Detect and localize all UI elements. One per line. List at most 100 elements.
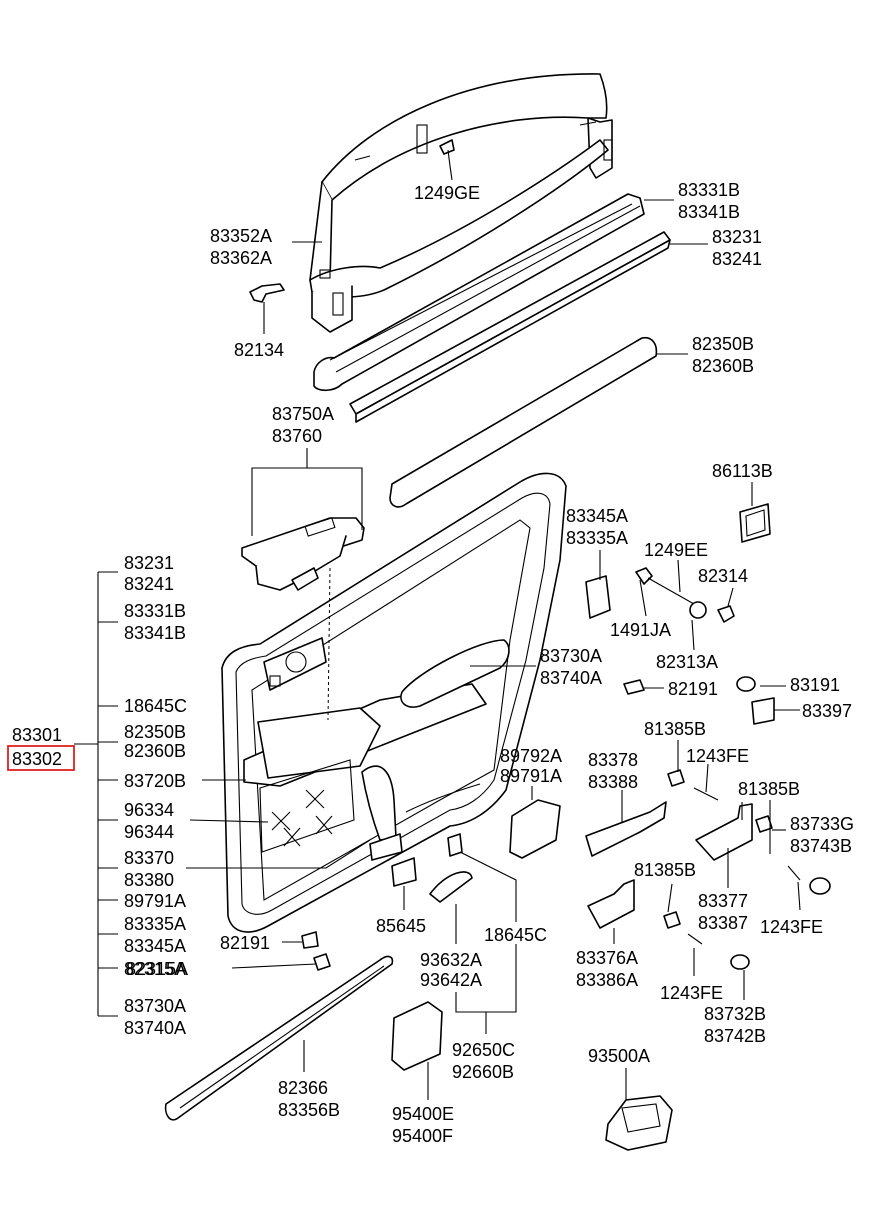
assembly-callout-group: 83301 83302 83231 83241 83331B 83341B 18… [7, 553, 187, 1038]
callout-83732b[interactable]: 83732B [704, 1004, 766, 1024]
assembly-item[interactable]: 83720B [124, 771, 186, 791]
callout-83760[interactable]: 83760 [272, 426, 322, 446]
cap-83732b-part [730, 954, 750, 970]
bracket-83377-part [695, 803, 753, 861]
assembly-item[interactable]: 83241 [124, 574, 174, 594]
screw-1243fe-2-part [787, 865, 801, 881]
callout-82134[interactable]: 82134 [234, 340, 284, 360]
pad-83397-part [751, 697, 775, 725]
callout-82350b-top[interactable]: 82350B [692, 334, 754, 354]
assembly-item[interactable]: 83341B [124, 623, 186, 643]
callout-86113b[interactable]: 86113B [712, 461, 773, 481]
assembly-item[interactable]: 96344 [124, 822, 174, 842]
callout-89791a-mid[interactable]: 89791A [500, 766, 562, 786]
assembly-item[interactable]: 83730A [124, 996, 186, 1016]
assembly-item[interactable]: 83345A [124, 936, 186, 956]
assembly-item[interactable]: 83740A [124, 1018, 186, 1038]
assembly-item[interactable]: 96334 [124, 800, 174, 820]
assembly-item[interactable]: 83370 [124, 848, 174, 868]
assembly-main-upper[interactable]: 83301 [12, 725, 62, 745]
assembly-main-lower[interactable]: 83302 [12, 749, 62, 769]
callout-81385b-1[interactable]: 81385B [644, 719, 706, 739]
callout-82366[interactable]: 82366 [278, 1078, 328, 1098]
callout-83750a[interactable]: 83750A [272, 404, 334, 424]
leader-lines [74, 165, 801, 1100]
callout-82315a[interactable]: 82315A [126, 959, 188, 979]
callout-1243fe-3[interactable]: 1243FE [660, 983, 723, 1003]
callout-83376a[interactable]: 83376A [576, 948, 638, 968]
callout-85645[interactable]: 85645 [376, 916, 426, 936]
callout-82314[interactable]: 82314 [698, 566, 748, 586]
weatherstrip-83331b-part [313, 193, 645, 392]
callout-92660b[interactable]: 92660B [452, 1062, 514, 1082]
callout-82191-mid[interactable]: 82191 [668, 679, 718, 699]
callout-89792a[interactable]: 89792A [500, 746, 562, 766]
clip-82191-mid-part [623, 679, 645, 695]
switch-93500a-part [605, 1095, 673, 1151]
assembly-item[interactable]: 82360B [124, 741, 186, 761]
retainer-83345a-part [585, 575, 611, 619]
callout-83352a[interactable]: 83352A [210, 226, 272, 246]
callout-81385b-3[interactable]: 81385B [634, 860, 696, 880]
callout-1491ja[interactable]: 1491JA [610, 620, 671, 640]
callout-81385b-2[interactable]: 81385B [738, 779, 800, 799]
callout-1243fe-2[interactable]: 1243FE [760, 917, 823, 937]
callout-83345a-top[interactable]: 83345A [566, 506, 628, 526]
callout-83740a-mid[interactable]: 83740A [540, 668, 602, 688]
callout-1249ee[interactable]: 1249EE [644, 540, 708, 560]
callout-83356b[interactable]: 83356B [278, 1100, 340, 1120]
callout-83733g[interactable]: 83733G [790, 814, 854, 834]
bracket-83376a-part [587, 879, 635, 929]
callout-83231-top[interactable]: 83231 [712, 227, 762, 247]
callout-83335a-top[interactable]: 83335A [566, 528, 628, 548]
callout-83387[interactable]: 83387 [698, 913, 748, 933]
door-trim-panel-part [221, 472, 567, 933]
callout-83743b[interactable]: 83743B [790, 836, 852, 856]
callout-1243fe-1[interactable]: 1243FE [686, 746, 749, 766]
clip-82191-left-part [301, 931, 319, 949]
callout-95400e[interactable]: 95400E [392, 1104, 454, 1124]
assembly-item[interactable]: 82315A [124, 959, 186, 979]
callout-83341b-top[interactable]: 83341B [678, 202, 740, 222]
callout-95400f[interactable]: 95400F [392, 1126, 453, 1146]
callout-83377[interactable]: 83377 [698, 891, 748, 911]
callout-83362a[interactable]: 83362A [210, 248, 272, 268]
assembly-item[interactable]: 83331B [124, 601, 186, 621]
assembly-item[interactable]: 18645C [124, 696, 187, 716]
assembly-item[interactable]: 83231 [124, 553, 174, 573]
garnish-86113b-part [739, 503, 771, 543]
callout-18645c-mid[interactable]: 18645C [484, 925, 547, 945]
callout-83397[interactable]: 83397 [802, 701, 852, 721]
callout-83730a-mid[interactable]: 83730A [540, 646, 602, 666]
callout-83241-top[interactable]: 83241 [712, 249, 762, 269]
callout-labels: 1249GE 83352A 83362A 83331B 83341B 83231… [126, 180, 854, 1146]
selected-part-highlight [7, 745, 75, 771]
garnish-82350b-part [389, 336, 658, 508]
clip-81385b-parts [663, 769, 773, 929]
clip-82315a-part [313, 953, 331, 971]
callout-93500a[interactable]: 93500A [588, 1046, 650, 1066]
callout-83742b[interactable]: 83742B [704, 1026, 766, 1046]
callout-83331b-top[interactable]: 83331B [678, 180, 740, 200]
callout-93632a[interactable]: 93632A [420, 950, 482, 970]
assembly-item[interactable]: 83335A [124, 914, 186, 934]
clip-85645-part [391, 857, 417, 887]
callout-1249ge[interactable]: 1249GE [414, 183, 480, 203]
callout-82191-left[interactable]: 82191 [220, 933, 270, 953]
callout-82360b-top[interactable]: 82360B [692, 356, 754, 376]
callout-93642a[interactable]: 93642A [420, 970, 482, 990]
bracket-83378-part [585, 801, 667, 857]
cap-83191-part [736, 676, 756, 692]
window-frame-part [309, 73, 613, 333]
callout-82313a[interactable]: 82313A [656, 652, 718, 672]
clip-18645c-part [447, 833, 463, 857]
callout-83191[interactable]: 83191 [790, 675, 840, 695]
assembly-item[interactable]: 82350B [124, 722, 186, 742]
callout-83378[interactable]: 83378 [588, 750, 638, 770]
assembly-item[interactable]: 89791A [124, 891, 186, 911]
callout-83386a[interactable]: 83386A [576, 970, 638, 990]
callout-92650c[interactable]: 92650C [452, 1040, 515, 1060]
assembly-item[interactable]: 83380 [124, 870, 174, 890]
callout-83388[interactable]: 83388 [588, 772, 638, 792]
